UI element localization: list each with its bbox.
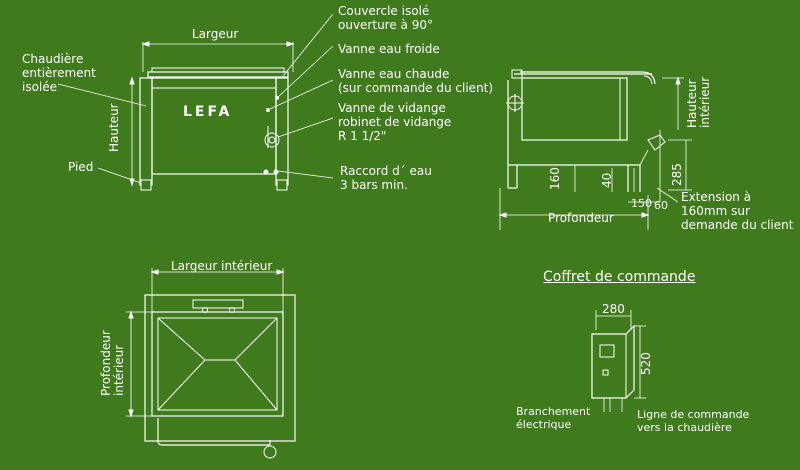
brand-logo: LEFA (183, 104, 233, 120)
chaudiere-label: Chaudière entièrement isolée (22, 52, 96, 94)
branchement-label: Branchement électrique (516, 405, 591, 431)
hauteur-label: Hauteur (107, 103, 121, 152)
front-view (57, 13, 334, 191)
dim-280: 280 (602, 302, 625, 316)
top-view (126, 268, 296, 459)
profondeur-interieur-label: Profondeur intérieur (99, 330, 126, 396)
dim-520: 520 (639, 352, 653, 375)
hauteur-interieur-label: Hauteur intérieur (685, 76, 712, 128)
vanne-vidange-label: Vanne de vidange robinet de vidange R 1 … (338, 101, 452, 143)
couvercle-label: Couvercle isolé ouverture à 90° (338, 4, 433, 32)
pied-label: Pied (68, 160, 94, 174)
coffret-title: Coffret de commande (543, 269, 696, 285)
side-view (498, 69, 692, 230)
ligne-label: Ligne de commande vers la chaudière (637, 408, 750, 434)
vanne-froide-label: Vanne eau froide (338, 42, 440, 56)
largeur-interieur-label: Largeur intérieur (171, 259, 273, 273)
extension-label: Extension à 160mm sur demande du client (681, 190, 794, 232)
profondeur-label: Profondeur (548, 211, 614, 225)
vanne-chaude-label: Vanne eau chaude (sur commande du client… (338, 67, 494, 95)
dim-160: 160 (548, 167, 562, 190)
control-box (591, 310, 646, 412)
largeur-label: Largeur (192, 27, 239, 41)
dim-285: 285 (670, 163, 684, 186)
dim-40: 40 (600, 172, 614, 188)
dim-150: 150 (631, 197, 652, 210)
dim-60: 60 (654, 199, 668, 212)
raccord-label: Raccord d´ eau 3 bars min. (340, 164, 432, 192)
